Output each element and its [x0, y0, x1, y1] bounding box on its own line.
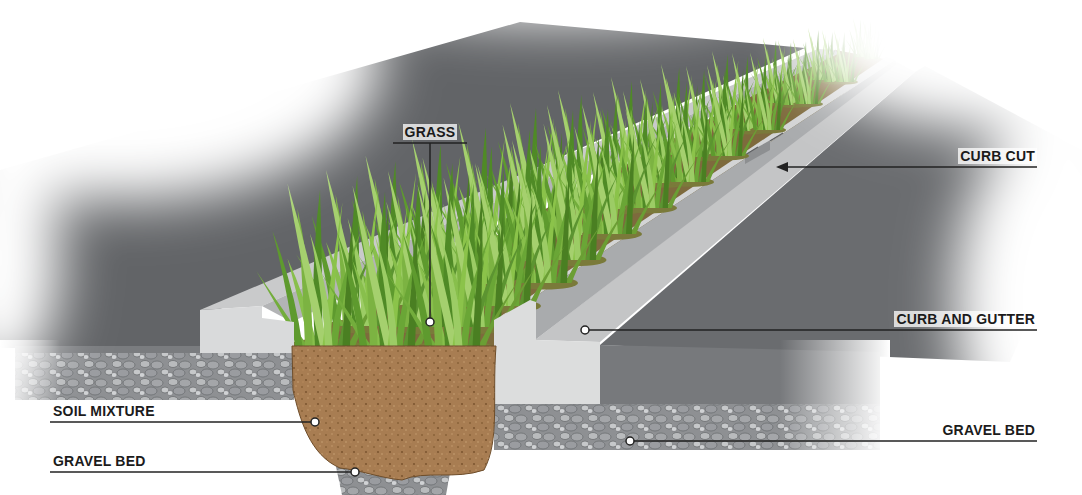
leader-dot [626, 437, 634, 445]
part-label: GRAVEL BED [941, 422, 1038, 438]
leader-line [50, 421, 311, 423]
arrowhead [776, 162, 788, 172]
leader-line [786, 166, 1037, 168]
leader-dot [351, 468, 359, 476]
leader-line [50, 471, 351, 473]
leader-lines [50, 143, 1037, 472]
leader-dots [311, 318, 634, 476]
leader-line [429, 143, 431, 318]
soil-mixture [292, 346, 496, 480]
leader-line [589, 329, 1037, 331]
part-label: SOIL MIXTURE [51, 403, 157, 419]
fade [780, 340, 890, 455]
part-label: CURB CUT [958, 148, 1037, 164]
leader-dot [581, 326, 589, 334]
left-curb-face [200, 306, 294, 354]
part-label: GRASS [403, 124, 458, 140]
leader-dot [311, 418, 319, 426]
curb-cut-edge [770, 133, 783, 141]
leader-dot [426, 318, 434, 326]
leader-line [634, 440, 1037, 442]
right-curb-side [530, 60, 897, 340]
part-label: CURB AND GUTTER [894, 311, 1037, 327]
part-label: GRAVEL BED [51, 453, 148, 469]
curb-gutter-face [494, 300, 600, 405]
curb-cut [745, 133, 783, 164]
